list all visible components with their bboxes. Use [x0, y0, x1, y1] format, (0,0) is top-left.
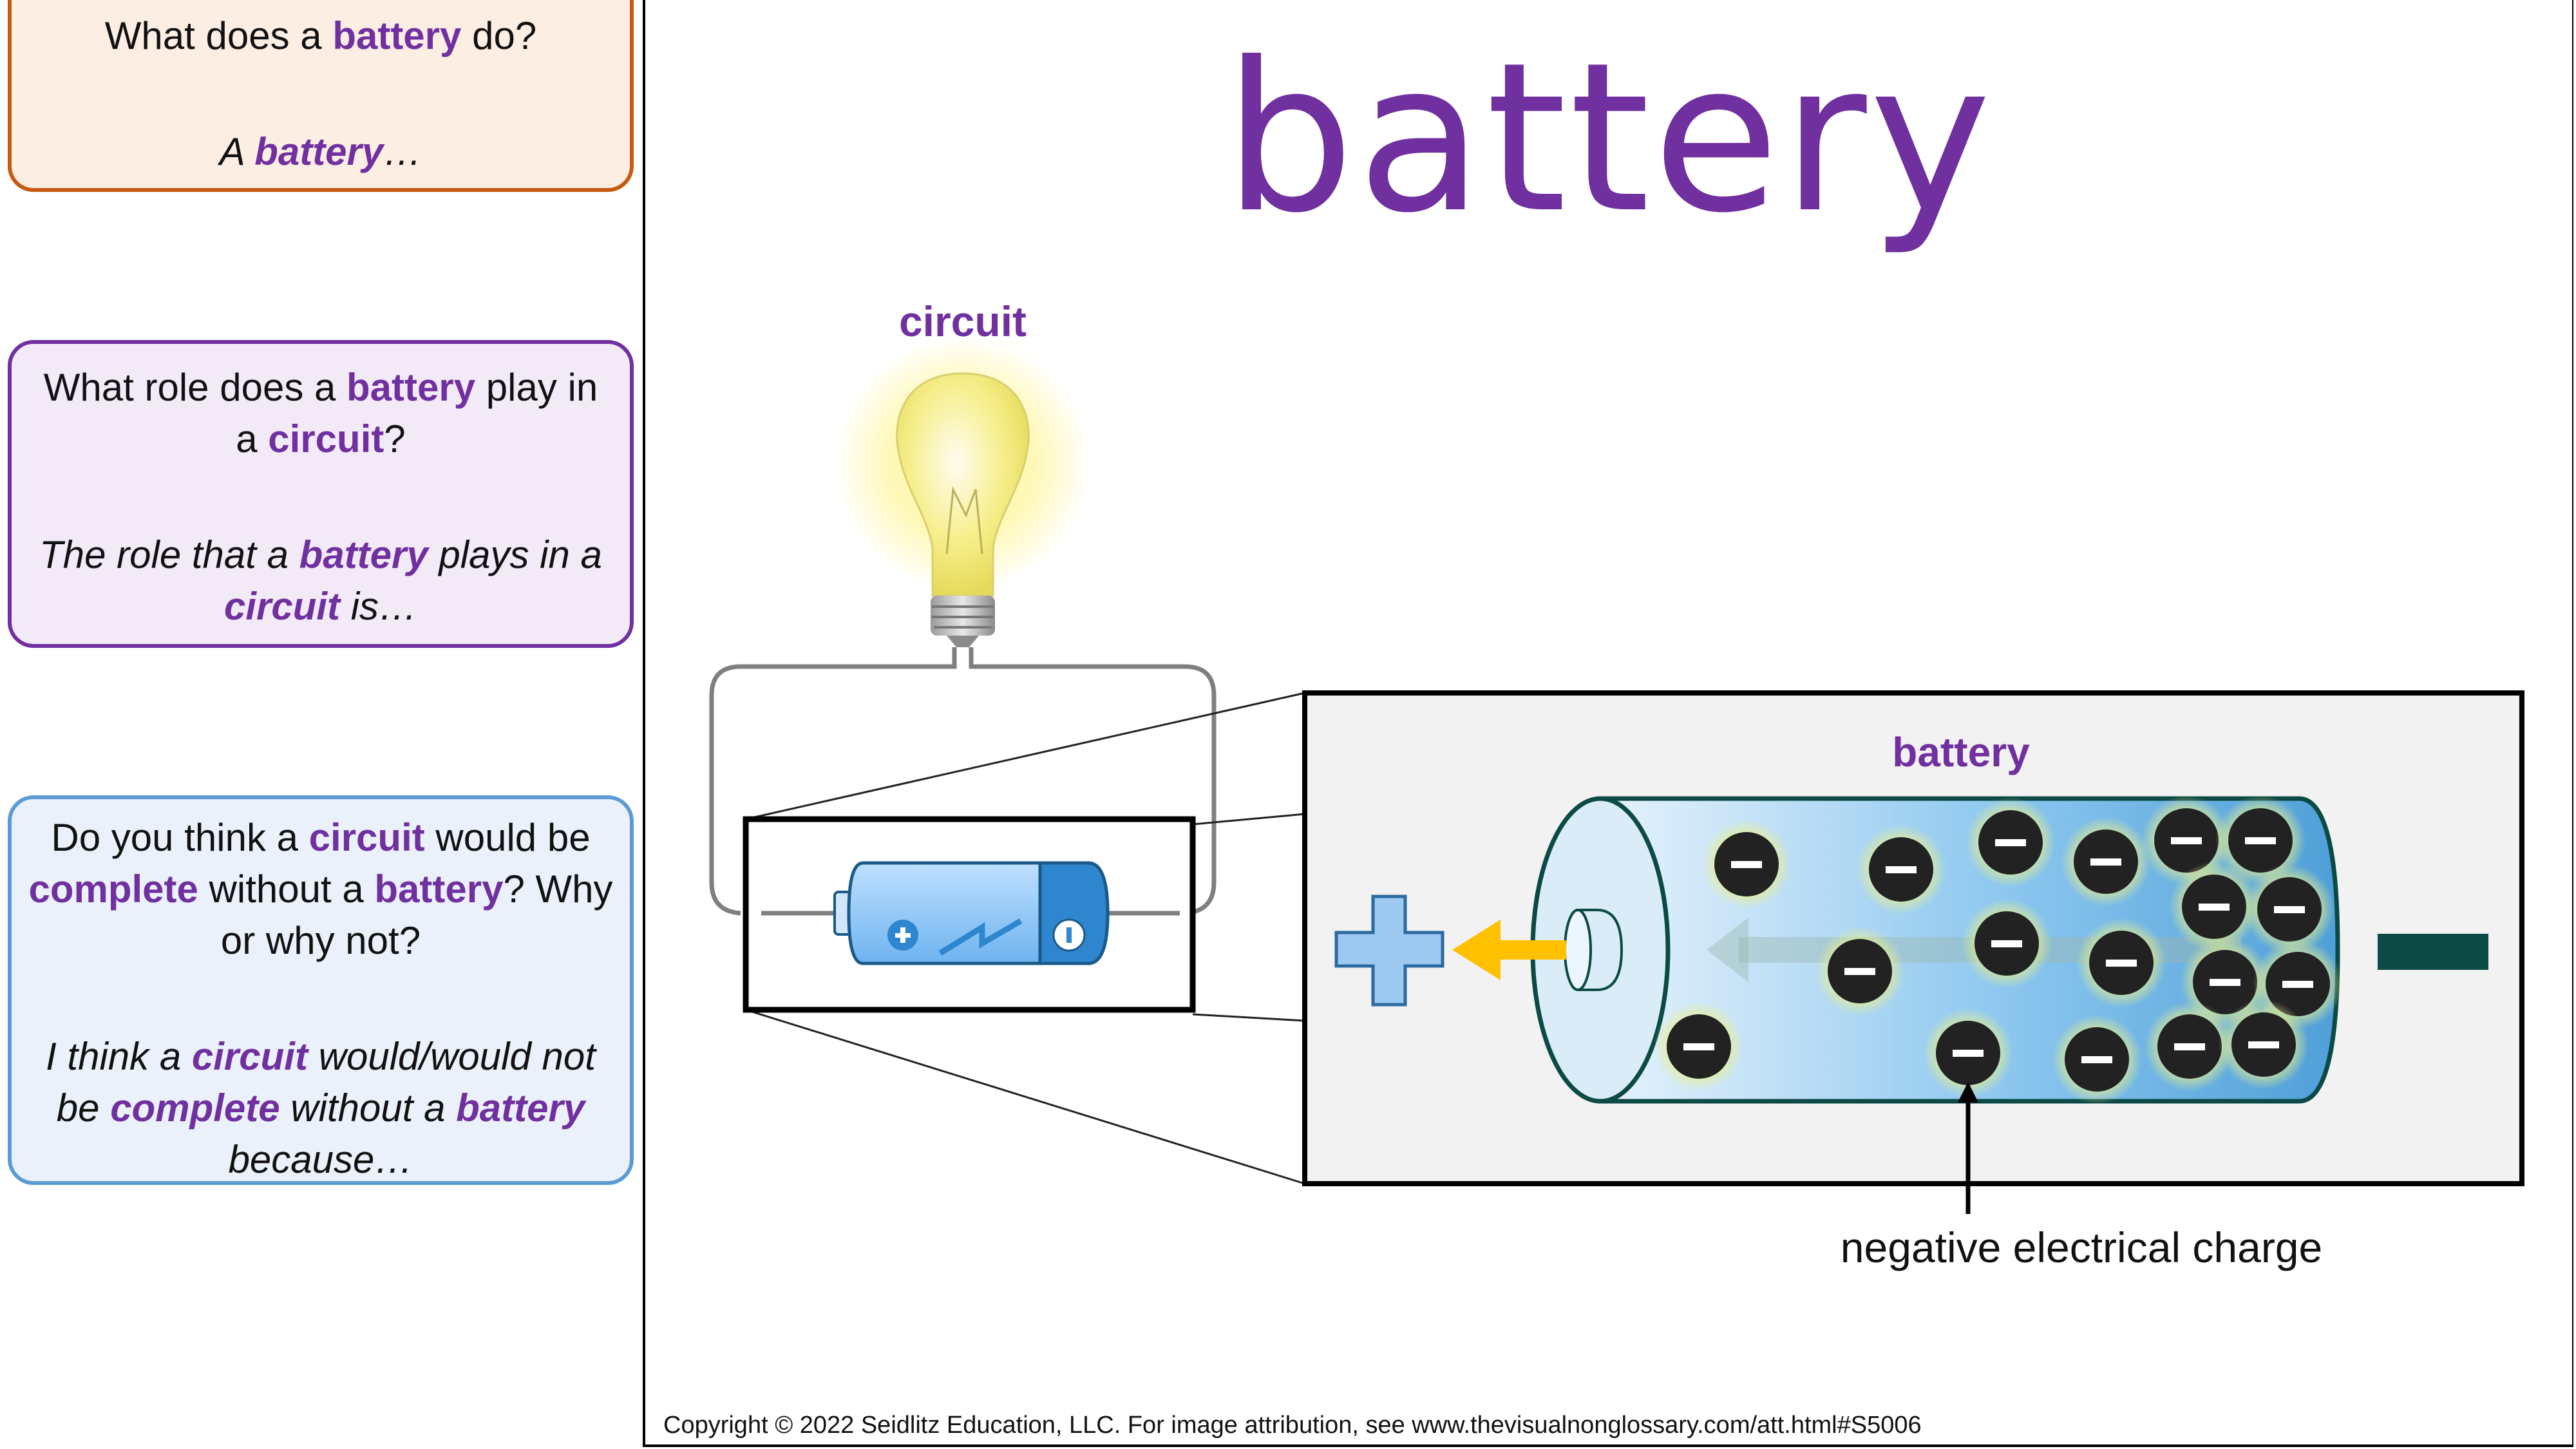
minus-icon	[2210, 979, 2240, 986]
prompt-3-question: Do you think a circuit would be complete…	[28, 816, 613, 962]
minus-icon	[2245, 837, 2276, 844]
negative-charges	[1654, 795, 2343, 1104]
minus-icon	[2090, 858, 2121, 866]
plus-sign-icon	[1334, 895, 1444, 1007]
minus-icon	[2274, 906, 2305, 913]
minus-icon	[2106, 960, 2137, 967]
battery-icon	[761, 861, 1180, 965]
zoom-lines	[745, 692, 1305, 1185]
minus-sign-icon	[2378, 934, 2488, 970]
page-title: battery	[1224, 19, 1994, 258]
prompt-1-question: What does a battery do?	[104, 14, 537, 57]
current-arrow	[1452, 920, 1566, 980]
prompt-box-3: Do you think a circuit would be complete…	[8, 795, 634, 1185]
circuit-wire	[709, 647, 1217, 916]
minus-icon	[1995, 839, 2026, 846]
prompt-box-2: What role does a battery play in a circu…	[8, 340, 634, 648]
main-frame	[643, 0, 2573, 1447]
minus-icon	[1731, 861, 1762, 868]
charge-pointer	[1958, 1082, 1978, 1214]
prompt-box-1: What does a battery do? A battery…	[8, 0, 634, 192]
prompt-3-answer: I think a circuit would/would not be com…	[46, 1035, 596, 1181]
prompt-2-question: What role does a battery play in a circu…	[43, 366, 598, 460]
copyright-notice: Copyright © 2022 Seidlitz Education, LLC…	[663, 1412, 1922, 1439]
minus-icon	[1886, 866, 1917, 873]
charge-label: negative electrical charge	[1841, 1224, 2322, 1271]
light-bulb-icon	[834, 335, 1092, 647]
minus-icon	[2248, 1041, 2279, 1048]
minus-icon	[1953, 1050, 1984, 1057]
battery-label: battery	[1892, 729, 2030, 775]
minus-icon	[1991, 940, 2022, 947]
minus-icon	[2171, 837, 2202, 844]
minus-icon	[2199, 904, 2230, 911]
minus-icon	[2081, 1056, 2112, 1063]
prompt-2-answer: The role that a battery plays in a circu…	[39, 533, 602, 628]
minus-icon	[2282, 981, 2313, 988]
prompt-1-answer: A battery…	[219, 130, 422, 173]
minus-icon	[1844, 968, 1875, 975]
minus-icon	[1683, 1043, 1714, 1050]
minus-icon	[2174, 1043, 2205, 1050]
